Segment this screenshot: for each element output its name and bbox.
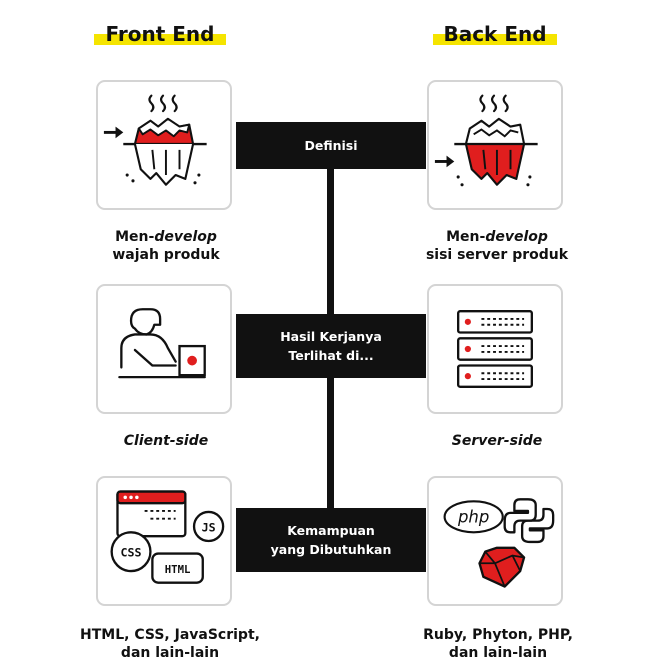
title-highlight [94, 34, 226, 45]
front-end-definition-caption: Men-develop wajah produk [66, 228, 266, 264]
caption-line: dan lain-lain [448, 645, 548, 661]
caption-prefix: Men- [115, 229, 155, 245]
caption-italic: Client-side [123, 433, 209, 449]
back-end-skills-card: php [427, 476, 563, 606]
back-end-title-text: Back End [443, 22, 547, 46]
back-end-result-caption: Server-side [397, 432, 597, 450]
row-label-definition: Definisi [236, 122, 426, 169]
front-end-definition-card [96, 80, 232, 210]
caption-line: dan lain-lain [120, 645, 220, 661]
iceberg-underwater-icon [434, 94, 538, 187]
front-end-skills-caption: HTML, CSS, JavaScript, dan lain-lain [40, 626, 300, 662]
caption-line: Ruby, Phyton, PHP, [423, 627, 573, 643]
php-logo-text: php [457, 508, 489, 527]
row-label-visible-result: Hasil Kerjanya Terlihat di... [236, 314, 426, 378]
server-rack-icon [457, 310, 533, 388]
caption-italic: develop [154, 229, 217, 245]
caption-line: sisi server produk [425, 247, 569, 263]
code-bubbles-icon: CSS JS HTML [110, 490, 225, 584]
person-at-computer-icon [118, 308, 206, 379]
php-python-ruby-icons: php [443, 498, 555, 588]
caption-line: Men-develop [397, 228, 597, 246]
front-end-title: Front End [94, 22, 226, 46]
css-bubble-text: CSS [121, 546, 142, 560]
caption-italic: develop [485, 229, 548, 245]
caption-prefix: Men- [446, 229, 486, 245]
row-label-definition-text: Definisi [304, 138, 358, 153]
row-label-line: Kemampuan [287, 523, 375, 538]
back-end-title: Back End [433, 22, 557, 46]
title-highlight [433, 34, 557, 45]
front-end-skills-card: CSS JS HTML [96, 476, 232, 606]
caption-line: Men-develop [66, 228, 266, 246]
front-end-result-caption: Client-side [66, 432, 266, 450]
caption-line: wajah produk [112, 247, 220, 263]
caption-line: HTML, CSS, JavaScript, [80, 627, 260, 643]
row-label-line: Terlihat di... [288, 348, 374, 363]
back-end-skills-caption: Ruby, Phyton, PHP, dan lain-lain [380, 626, 616, 662]
caption-italic: Server-side [451, 433, 543, 449]
front-end-title-text: Front End [105, 22, 215, 46]
row-label-required-skills: Kemampuan yang Dibutuhkan [236, 508, 426, 572]
front-end-result-card [96, 284, 232, 414]
html-bubble-text: HTML [165, 563, 191, 576]
row-label-line: Hasil Kerjanya [280, 329, 382, 344]
row-label-line: yang Dibutuhkan [270, 542, 392, 557]
back-end-result-card [427, 284, 563, 414]
back-end-definition-card [427, 80, 563, 210]
iceberg-tip-icon [103, 94, 207, 186]
js-bubble-text: JS [202, 520, 216, 534]
back-end-definition-caption: Men-develop sisi server produk [397, 228, 597, 264]
